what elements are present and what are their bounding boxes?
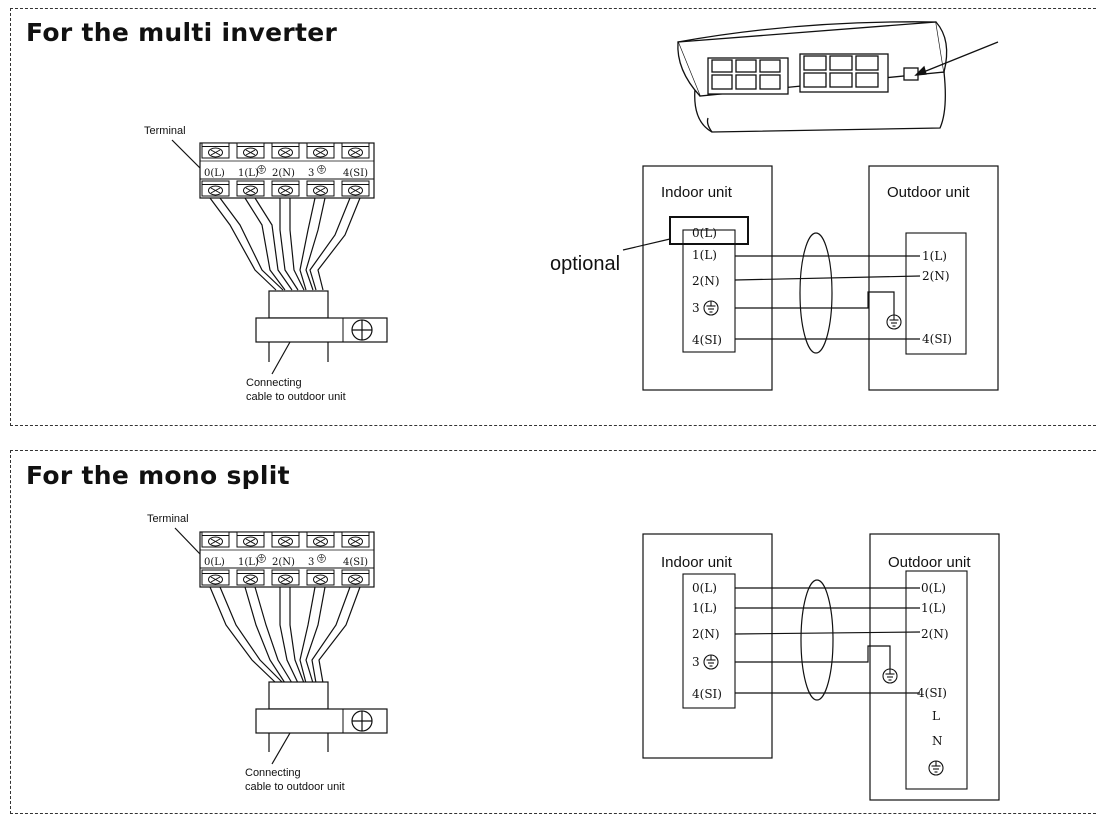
ground-symbol-icon (703, 300, 719, 316)
indoor-term-2: 2(N) (692, 274, 720, 288)
terminal-leader-mono (174, 527, 201, 555)
strip-label-3: 3 (308, 168, 314, 179)
outdoor-term-0: 0(L) (921, 581, 946, 595)
terminal-leader-multi (171, 139, 201, 169)
ground-symbol-icon (257, 165, 266, 174)
strip-label-1: 1(L) (238, 557, 259, 568)
strip-label-3: 3 (308, 557, 314, 568)
strip-label-4: 4(SI) (343, 557, 368, 568)
ground-symbol-icon (703, 654, 719, 670)
cable-clamp-icon (255, 708, 388, 734)
strip-label-2: 2(N) (272, 168, 295, 179)
interconnect-wires-multi (734, 232, 921, 354)
ground-symbol-icon (257, 554, 266, 563)
indoor-term-0: 0(L) (692, 226, 717, 240)
strip-label-1: 1(L) (238, 168, 259, 179)
terminal-block-multi: 0(L) 1(L) 2(N) 3 4(SI) (199, 142, 375, 199)
mono-split-heading: For the mono split (26, 461, 290, 490)
cable-clamp-icon (255, 317, 388, 343)
outdoor-term-0: 1(L) (922, 249, 947, 263)
strip-label-2: 2(N) (272, 557, 295, 568)
outdoor-term-3: 4(SI) (917, 686, 947, 700)
strip-label-0: 0(L) (204, 168, 225, 179)
indoor-term-2: 2(N) (692, 627, 720, 641)
cable-caption-line2: cable to outdoor unit (246, 391, 346, 403)
outdoor-term-5: N (932, 734, 943, 748)
ground-symbol-icon (317, 165, 326, 174)
indoor-term-0: 0(L) (692, 581, 717, 595)
indoor-term-4: 4(SI) (692, 687, 722, 701)
outdoor-term-2: 2(N) (921, 627, 949, 641)
outdoor-unit-title-multi: Outdoor unit (887, 184, 970, 201)
outdoor-term-4: L (932, 709, 940, 723)
ground-symbol-icon (882, 668, 898, 684)
indoor-term-1: 1(L) (692, 601, 717, 615)
indoor-unit-title-multi: Indoor unit (661, 184, 733, 201)
mono-split-panel (10, 450, 1096, 814)
terminal-block-mono: 0(L) 1(L) 2(N) 3 4(SI) (199, 531, 375, 588)
strip-label-4: 4(SI) (343, 168, 368, 179)
indoor-unit-title-mono: Indoor unit (661, 554, 733, 571)
cable-wires-multi (209, 197, 361, 291)
interconnect-wires-mono (734, 579, 921, 701)
cable-caption-line2: cable to outdoor unit (245, 781, 345, 793)
indoor-term-1: 1(L) (692, 248, 717, 262)
outdoor-term-2: 4(SI) (922, 332, 952, 346)
terminal-label-multi: Terminal (144, 125, 186, 137)
cable-wires-mono (209, 586, 361, 684)
outdoor-unit-title-mono: Outdoor unit (888, 554, 971, 571)
indoor-term-3: 3 (692, 655, 700, 669)
optional-label: optional (550, 253, 620, 275)
ground-symbol-icon (317, 554, 326, 563)
strip-label-0: 0(L) (204, 557, 225, 568)
outdoor-term-1: 2(N) (922, 269, 950, 283)
indoor-term-3: 3 (692, 301, 700, 315)
indoor-ac-unit-icon (677, 21, 999, 133)
ground-symbol-icon (886, 314, 902, 330)
indoor-term-4: 4(SI) (692, 333, 722, 347)
multi-inverter-panel (10, 8, 1096, 426)
terminal-label-mono: Terminal (147, 513, 189, 525)
multi-inverter-heading: For the multi inverter (26, 18, 338, 47)
cable-caption-line1: Connecting (245, 767, 301, 779)
cable-caption-line1: Connecting (246, 377, 302, 389)
ground-symbol-icon (928, 760, 944, 776)
outdoor-term-1: 1(L) (921, 601, 946, 615)
